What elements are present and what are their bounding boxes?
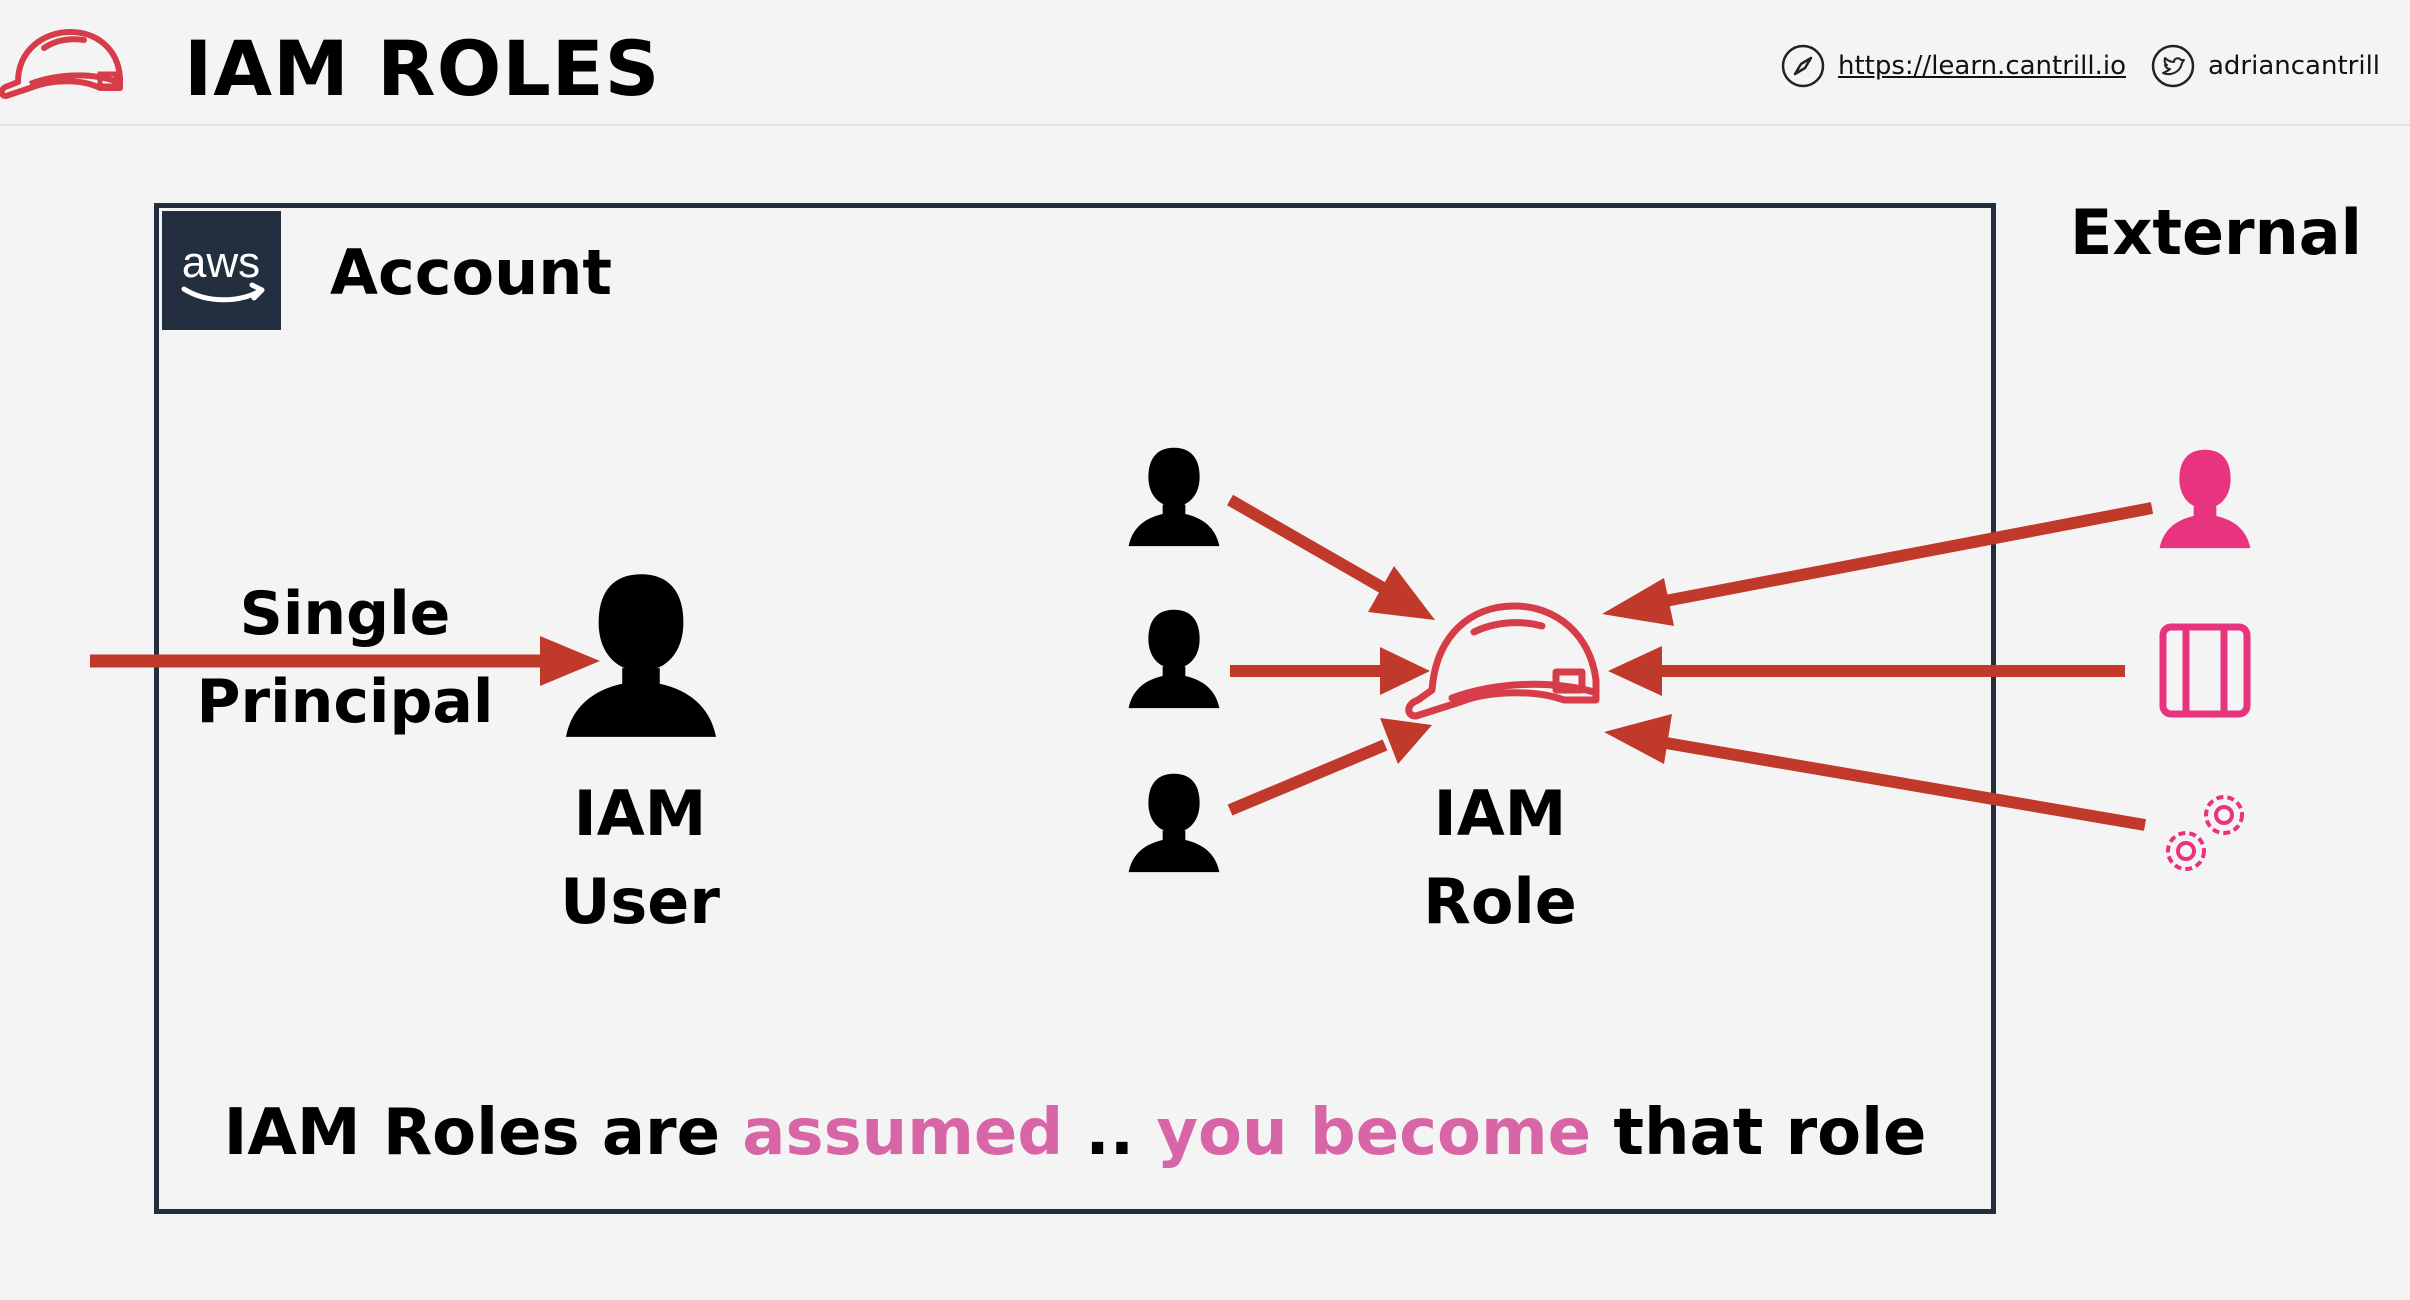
aws-logo-text: aws — [182, 238, 260, 287]
principal-arrow — [90, 636, 600, 686]
aws-smile-icon: aws — [181, 238, 265, 303]
external-arrow — [1602, 502, 2154, 626]
iam-user-label-line1: IAM — [573, 777, 707, 850]
hardhat-logo-icon — [0, 29, 123, 99]
external-user-icon — [2159, 449, 2251, 549]
account-boundary — [154, 203, 1996, 1214]
single-principal-line2: Principal — [196, 667, 494, 737]
single-principal-label: Single Principal — [150, 570, 540, 746]
internal-arrow — [1230, 647, 1430, 695]
twitter-handle-text[interactable]: adriancantrill — [2208, 51, 2381, 81]
external-label: External — [2070, 196, 2362, 269]
page-title: IAM ROLES — [184, 24, 661, 113]
iam-user-icon — [565, 574, 717, 737]
tagline-part3: .. — [1063, 1096, 1157, 1170]
tagline: IAM Roles are assumed .. you become that… — [154, 1096, 1996, 1170]
compass-icon — [1781, 44, 1825, 88]
external-arrow — [1604, 714, 2147, 831]
iam-role-label: IAM Role — [1380, 770, 1620, 946]
website-link[interactable]: https://learn.cantrill.io — [1780, 42, 2126, 90]
twitter-handle[interactable]: adriancantrill — [2150, 42, 2380, 90]
iam-role-label-line2: Role — [1423, 865, 1577, 938]
iam-user-label-line2: User — [560, 865, 720, 938]
iam-role-label-line1: IAM — [1433, 777, 1567, 850]
slide-header: IAM ROLES https://learn.cantrill.io adri… — [0, 0, 2410, 126]
internal-user-icon — [1128, 773, 1220, 873]
twitter-icon — [2151, 44, 2195, 88]
tagline-highlight-become: you become — [1156, 1096, 1592, 1170]
iam-role-hardhat-icon — [1405, 602, 1600, 720]
internal-arrow — [1227, 494, 1435, 620]
internal-user-icon — [1128, 609, 1220, 709]
account-label: Account — [330, 236, 612, 309]
internal-arrow — [1227, 718, 1432, 816]
service-gears-icon — [2166, 795, 2244, 871]
internal-user-icon — [1128, 447, 1220, 547]
mobile-device-icon — [2159, 623, 2251, 718]
tagline-part1: IAM Roles are — [223, 1096, 743, 1170]
iam-user-label: IAM User — [520, 770, 760, 946]
website-link-text[interactable]: https://learn.cantrill.io — [1838, 51, 2126, 81]
external-arrow — [1608, 646, 2125, 696]
aws-logo: aws — [162, 211, 281, 330]
tagline-highlight-assumed: assumed — [742, 1096, 1064, 1170]
single-principal-line1: Single — [239, 579, 451, 649]
tagline-part5: that role — [1591, 1096, 1927, 1170]
